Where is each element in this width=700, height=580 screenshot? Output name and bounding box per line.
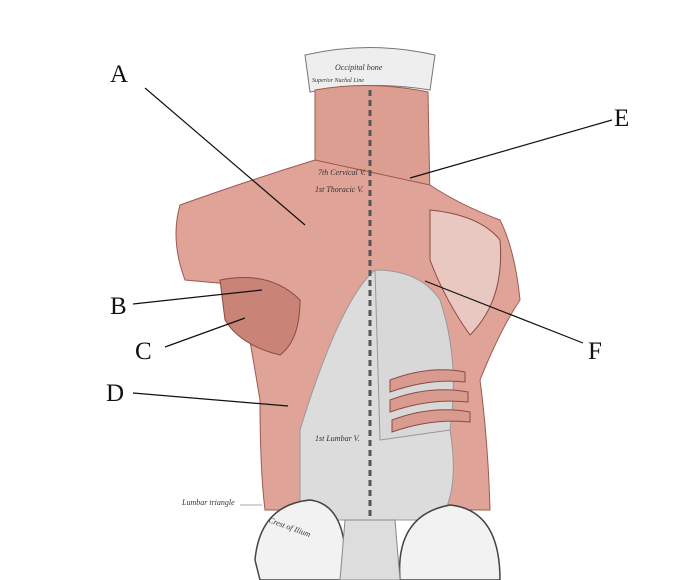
- leader-line-c: [164, 317, 246, 348]
- annotation-lumbar-triangle: Lumbar triangle: [181, 498, 235, 507]
- annotation-lumbar: 1st Lumbar V.: [315, 434, 360, 443]
- label-a: A: [110, 61, 128, 88]
- leader-line-e: [409, 119, 613, 179]
- annotation-occipital-bone: Occipital bone: [335, 63, 383, 72]
- label-c: C: [135, 338, 152, 365]
- leader-line-b: [132, 289, 263, 305]
- leader-line-a: [144, 87, 306, 226]
- label-f: F: [588, 338, 602, 365]
- label-d: D: [106, 380, 124, 407]
- right-ilium: [398, 504, 501, 580]
- ribs: [389, 369, 471, 433]
- scapula-region: [219, 277, 301, 356]
- left-ilium: [254, 499, 347, 580]
- annotation-nuchal-line: Superior Nuchal Line: [312, 78, 364, 84]
- leader-line-d: [132, 392, 289, 407]
- sacrum: [339, 519, 401, 580]
- leader-line-f: [424, 280, 584, 344]
- label-b: B: [110, 293, 127, 320]
- label-e: E: [614, 105, 629, 132]
- annotation-cervical: 7th Cervical V.: [318, 168, 366, 177]
- annotation-thoracic: 1st Thoracic V.: [315, 185, 363, 194]
